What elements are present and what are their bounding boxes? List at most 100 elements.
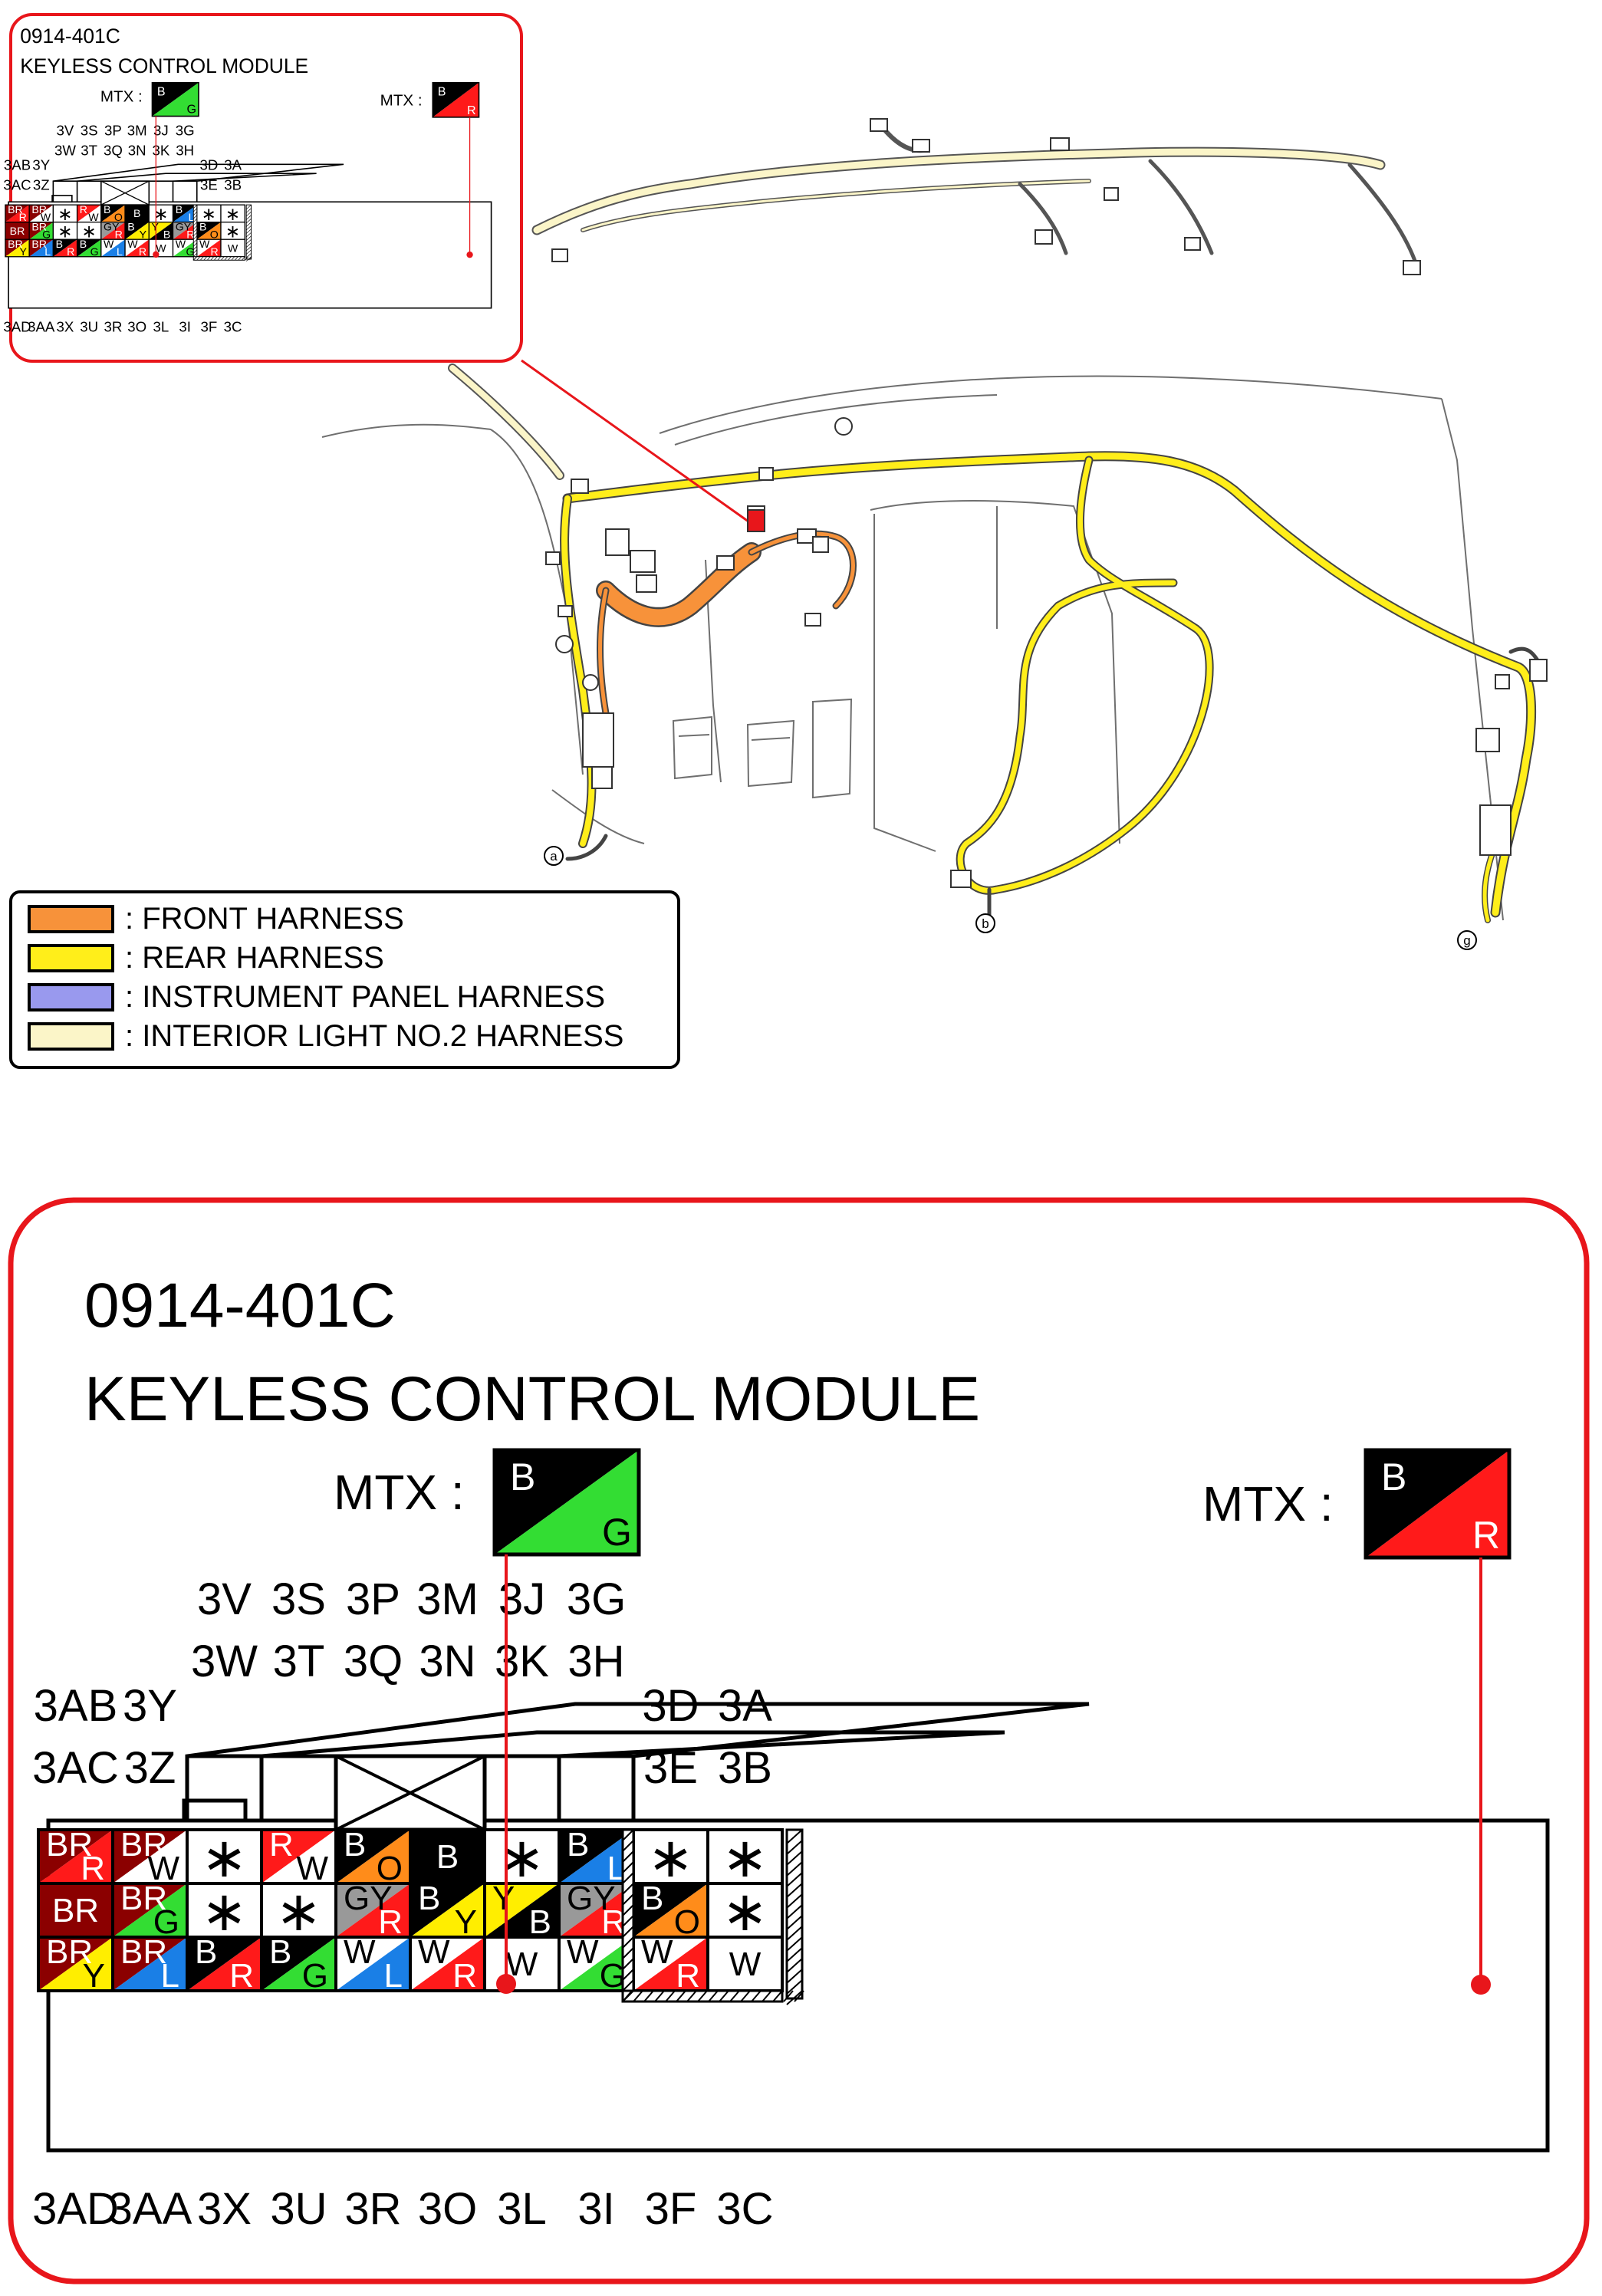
hatch-stroke xyxy=(210,256,214,261)
connector-lock-tab xyxy=(51,195,73,203)
terminal-r2-c4-not-used-symbol: ∗ xyxy=(82,221,97,241)
terminal-label-below-9: 3F xyxy=(645,2184,697,2234)
terminal-r3-c10-letter: W xyxy=(228,242,238,255)
mtx-left-dot xyxy=(153,251,160,258)
terminal-r3-c6-top-letter: W xyxy=(418,1933,450,1971)
terminal-label-below-2: 3AA xyxy=(108,2184,192,2234)
mtx-wire-right-bottom-letter: R xyxy=(467,104,476,117)
terminal-r3-c2-bottom-letter: L xyxy=(44,246,51,258)
terminal-r2-c2-bottom-letter: G xyxy=(42,229,51,242)
hatch-stroke xyxy=(786,1872,803,1887)
hatch-stroke xyxy=(193,238,197,243)
ground-point-a: a xyxy=(544,846,564,866)
mtx-wire-left-bottom-letter: G xyxy=(602,1511,632,1554)
hatch-stroke xyxy=(245,215,252,220)
terminal-label-below-8: 3I xyxy=(179,319,191,335)
hatch-stroke xyxy=(245,218,252,224)
terminal-r2-c9-bottom-letter: O xyxy=(210,229,219,242)
terminal-r2-c6-bottom-color xyxy=(125,222,150,240)
terminal-r3-c1-bottom-letter: Y xyxy=(83,1957,105,1995)
hatch-stroke xyxy=(245,235,252,241)
terminal-r1-c4-top-letter: R xyxy=(80,204,87,216)
terminal-r2-c3-blank xyxy=(53,222,77,240)
hatch-stroke xyxy=(786,1861,803,1877)
terminal-r2-c5-top-letter: GY xyxy=(104,222,120,234)
terminal-r3-c9-top-letter: W xyxy=(199,238,210,251)
terminal-r2-c4-blank xyxy=(262,1883,336,1937)
terminal-r1-c1-bottom-letter: R xyxy=(19,212,27,224)
hatch-stroke xyxy=(224,256,228,261)
terminal-r3-c4-bottom-letter: G xyxy=(302,1957,328,1995)
connector-key-cross-2 xyxy=(100,180,150,206)
legend-swatch-4 xyxy=(28,1022,114,1051)
hatch-stroke xyxy=(622,1958,634,1970)
terminal-r1-c5-bottom-color xyxy=(336,1830,410,1883)
hatch-stroke xyxy=(245,256,252,262)
terminal-r2-c3-not-used-symbol: ∗ xyxy=(201,1881,247,1942)
hatch-stroke xyxy=(245,208,252,213)
terminal-r2-c1-letter: BR xyxy=(10,225,25,238)
vehicle-illustration: a b g xyxy=(321,118,1548,950)
terminal-r1-c4-bottom-color xyxy=(77,205,101,222)
terminal-r3-c4-bottom-color xyxy=(77,239,101,257)
connector-hatch xyxy=(621,1828,804,2005)
terminal-r1-c6-color xyxy=(125,205,150,222)
terminal-r1-c10-blank xyxy=(708,1830,782,1883)
ground-point-g: g xyxy=(1457,930,1477,950)
terminal-label-below-4: 3U xyxy=(80,319,98,335)
terminal-r3-c8-top-letter: W xyxy=(176,238,186,251)
keyless-module-location xyxy=(747,509,765,532)
terminal-r1-c2-bottom-color xyxy=(113,1830,187,1883)
terminal-label-bottom-8: 3H xyxy=(176,143,194,159)
terminal-r2-c5-bottom-letter: R xyxy=(378,1903,403,1941)
terminal-r3-c1-top-letter: BR xyxy=(46,1933,93,1971)
terminal-label-top-6: 3M xyxy=(127,123,147,139)
connector-hood-outer xyxy=(52,163,344,202)
terminal-r1-c4-bottom-color xyxy=(262,1830,336,1883)
hatch-stroke xyxy=(751,1990,762,2002)
terminal-label-top-2: 3Y xyxy=(123,1681,177,1731)
mtx-right-dot xyxy=(466,251,473,258)
hatch-stroke xyxy=(786,1829,803,1844)
hatch-stroke xyxy=(245,225,252,231)
terminal-label-below-3: 3X xyxy=(197,2184,252,2234)
legend-label-4: : INTERIOR LIGHT NO.2 HARNESS xyxy=(125,1019,624,1053)
hatch-stroke xyxy=(196,256,200,261)
terminal-r1-c3-blank xyxy=(187,1830,262,1883)
hatch-stroke xyxy=(786,1947,803,1962)
hatch-stroke xyxy=(665,1990,676,2002)
terminal-r1-c8-bottom-color xyxy=(559,1830,633,1883)
terminal-r3-c1-bottom-color xyxy=(38,1937,113,1991)
terminal-label-below-6: 3O xyxy=(127,319,146,335)
terminal-r2-c6-top-letter: B xyxy=(418,1880,440,1917)
hatch-right-end xyxy=(785,1828,804,2000)
terminal-r1-c3-not-used-symbol: ∗ xyxy=(58,204,72,224)
hatch-stroke xyxy=(248,256,252,261)
hatch-stroke xyxy=(786,1840,803,1855)
hatch-stroke xyxy=(622,1861,634,1873)
terminal-r1-c1-top-letter: BR xyxy=(46,1826,93,1863)
ground-point-b: b xyxy=(975,913,995,933)
hatch-stroke xyxy=(786,1926,803,1941)
hatch-stroke xyxy=(245,256,248,261)
terminal-r3-c6-top-letter: W xyxy=(127,238,138,251)
hatch-stroke xyxy=(676,1990,686,2002)
terminal-r2-c2-bottom-color xyxy=(113,1883,187,1937)
hatch-stroke xyxy=(622,1893,634,1906)
hatch-stroke xyxy=(193,246,197,250)
legend-swatch-1 xyxy=(28,905,114,933)
hatch-stroke xyxy=(245,229,252,234)
terminal-label-bottom-7: 3K xyxy=(495,1636,549,1686)
terminal-label-bottom-4: 3T xyxy=(81,143,97,159)
connector-hatch xyxy=(192,204,252,262)
terminal-r2-c10-not-used-symbol: ∗ xyxy=(722,1881,768,1942)
connector-code: 0914-401C xyxy=(20,25,120,48)
terminal-label-top-8: 3G xyxy=(567,1574,626,1624)
terminal-r3-c10-color xyxy=(220,239,245,257)
terminal-r3-c9-bottom-color xyxy=(196,239,221,257)
hatch-stroke xyxy=(622,1883,634,1895)
terminal-r3-c2-top-letter: BR xyxy=(120,1933,167,1971)
legend-swatch-3 xyxy=(28,983,114,1011)
mtx-wire-right-label: MTX : xyxy=(380,91,423,109)
terminal-r1-c9-blank xyxy=(633,1830,708,1883)
